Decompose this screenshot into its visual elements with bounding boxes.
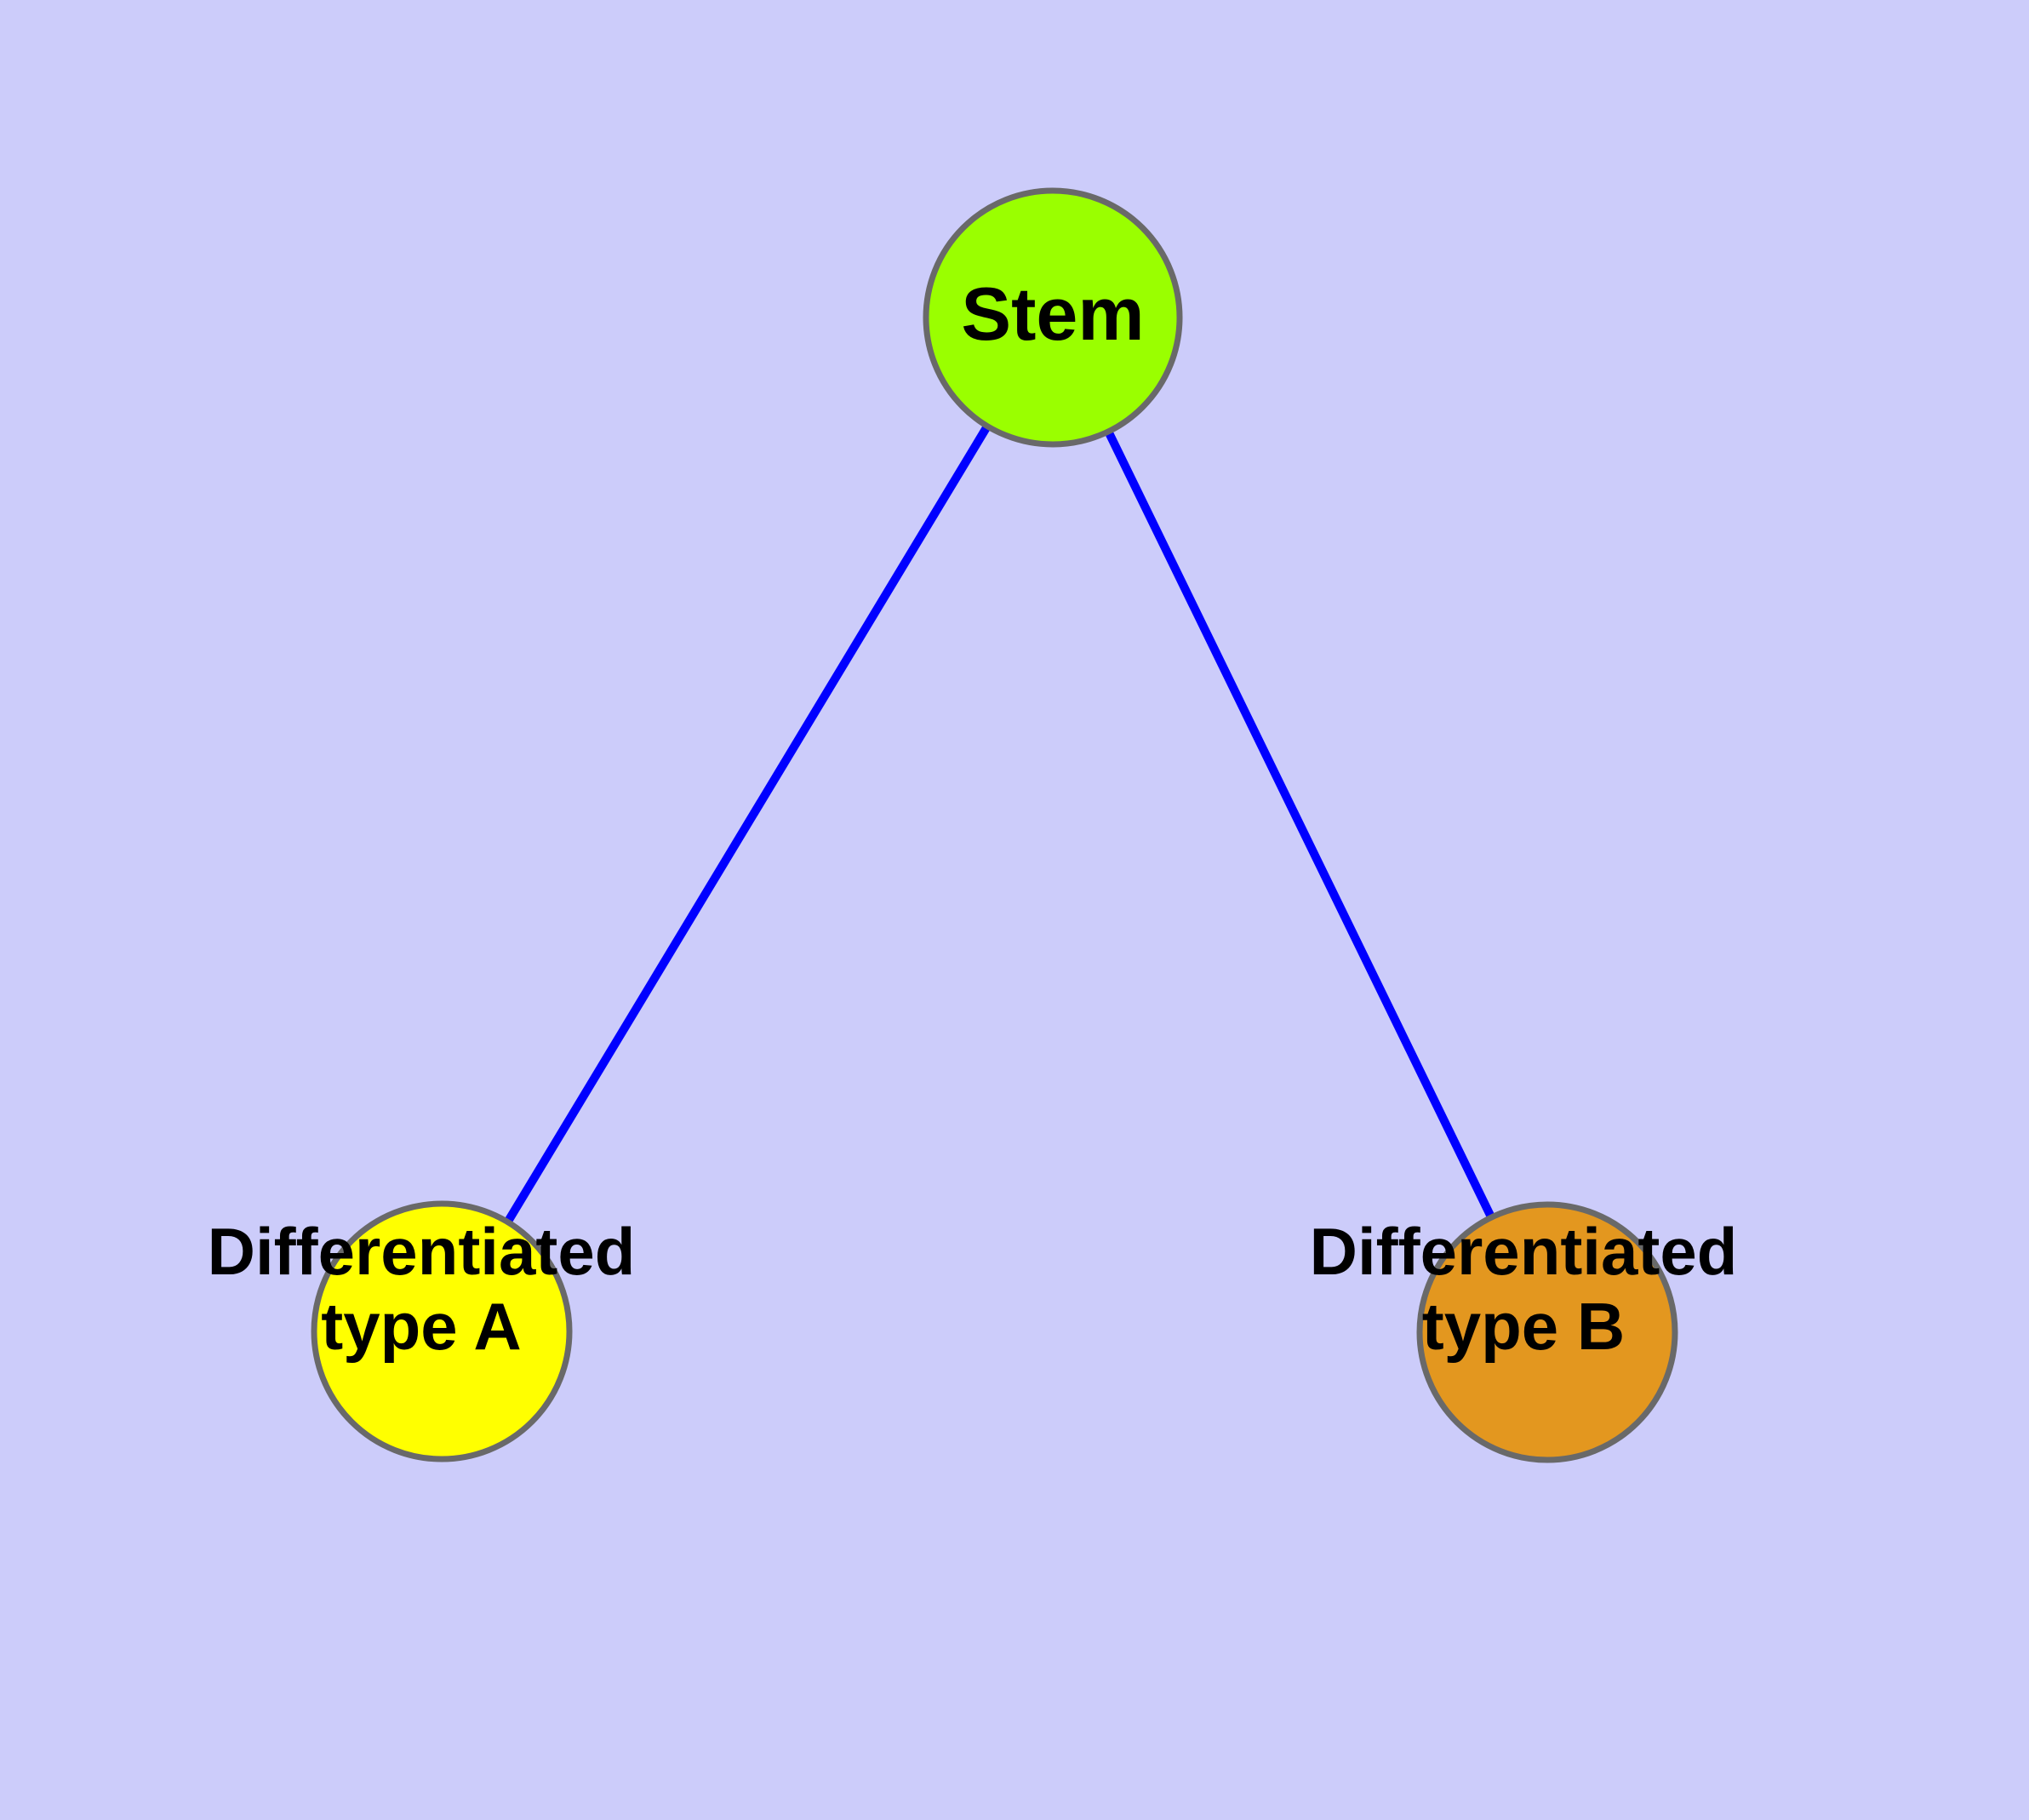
- node-diff-b[interactable]: [1416, 1201, 1678, 1463]
- node-label-line: Differentiated: [1310, 1214, 1738, 1289]
- node-circle-diff-a[interactable]: [311, 1200, 573, 1462]
- node-label-line: Differentiated: [208, 1214, 636, 1289]
- edge-stem-to-diff-b[interactable]: [1049, 315, 1552, 1335]
- edge-stem-to-diff-a[interactable]: [437, 315, 1057, 1334]
- node-diff-a[interactable]: [311, 1200, 573, 1462]
- node-circle-diff-b[interactable]: [1416, 1201, 1678, 1463]
- node-circle-stem[interactable]: [923, 187, 1183, 448]
- edges-group: [437, 315, 1552, 1335]
- node-label-line: Stem: [961, 272, 1144, 356]
- node-stem[interactable]: [923, 187, 1183, 448]
- node-label-stem: Stem: [961, 272, 1144, 356]
- node-label-line: type A: [321, 1289, 522, 1364]
- node-label-line: type B: [1422, 1289, 1625, 1364]
